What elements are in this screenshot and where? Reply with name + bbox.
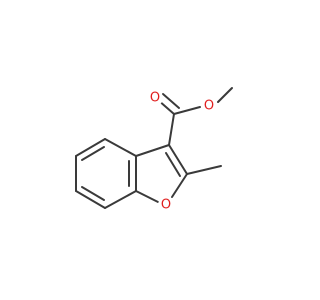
double-bond-c3-c2-inner [165,152,181,177]
bond-c2-o1 [171,173,188,198]
atom-o-ring: O [158,197,174,213]
benzene-ring [75,138,137,209]
bond-c4-c5 [75,138,106,157]
bond-c7-c7a [104,190,137,209]
structure-diagram: O O O [75,87,233,213]
bond-c3-c2 [168,144,188,175]
double-bond-c4-c5-inner [81,146,105,161]
double-bond-c6-c7-inner [81,186,105,201]
ester-group [157,87,233,146]
atom-o-carbonyl: O [147,90,163,106]
bond-c2-methyl [186,165,222,175]
bond-c3-carbonyl [168,113,175,146]
atom-o-ester: O [201,98,217,114]
bond-o-ester-methyl [217,87,233,103]
bond-c3a-c4 [104,138,137,157]
bond-carbonyl-o-double-2 [162,93,180,109]
bond-carbonyl-o-ester [173,106,201,115]
bond-o1-c7a [135,190,159,203]
atom-o-ester-label: O [204,99,214,114]
bond-c3a-c3 [135,144,170,157]
atom-o-ring-label: O [161,198,171,213]
bond-c6-c7 [75,190,106,209]
atom-o-carbonyl-label: O [150,91,160,106]
furan-ring [135,144,188,203]
